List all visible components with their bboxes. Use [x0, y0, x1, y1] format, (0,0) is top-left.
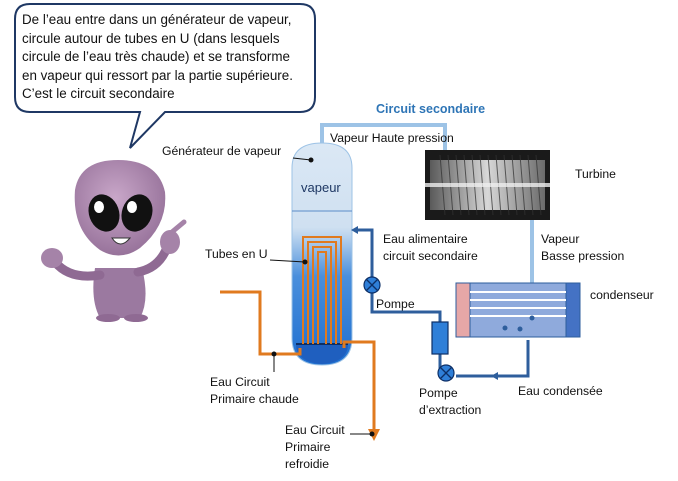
- label-vapeur: vapeur: [301, 180, 341, 195]
- label-generateur-vapeur: Générateur de vapeur: [162, 144, 282, 158]
- arrow-icon: [491, 372, 498, 380]
- label-line: Basse pression: [541, 249, 625, 263]
- label-line: refroidie: [285, 457, 330, 471]
- bubble-line: De l’eau entre dans un générateur de vap…: [22, 12, 292, 27]
- label-turbine: Turbine: [575, 167, 616, 181]
- label-tubes-en-u: Tubes en U: [205, 247, 268, 261]
- bubble-line: en vapeur qui ressort par la partie supé…: [22, 67, 293, 83]
- label-eau-primaire-refroidie: Eau Circuit Primaire refroidie: [285, 422, 345, 473]
- label-eau-condensee: Eau condensée: [518, 384, 603, 398]
- condenser: [455, 282, 581, 338]
- bubble-line: circule de l’eau très chaude) et se tran…: [22, 49, 290, 65]
- label-line: circuit secondaire: [383, 249, 478, 263]
- bubble-line: C’est le circuit secondaire: [22, 86, 175, 102]
- extraction-tank: [431, 321, 449, 355]
- label-line: Eau Circuit: [210, 375, 270, 389]
- label-condenseur: condenseur: [590, 288, 654, 302]
- speech-bubble-text: De l’eau entre dans un générateur de vap…: [22, 11, 322, 104]
- label-eau-alimentaire: Eau alimentaire circuit secondaire: [383, 231, 478, 265]
- label-pompe: Pompe: [376, 297, 415, 311]
- u-tubes: [302, 236, 342, 344]
- label-line: Pompe: [419, 386, 458, 400]
- pump-icon: [363, 276, 381, 294]
- marker-dot: [302, 259, 308, 265]
- steam-pipe-hp: [320, 123, 447, 150]
- turbine-image: [425, 150, 550, 220]
- label-vapeur-basse-pression: Vapeur Basse pression: [541, 231, 624, 265]
- label-eau-primaire-chaude: Eau Circuit Primaire chaude: [210, 374, 299, 408]
- speech-bubble: [14, 3, 316, 149]
- extraction-pump-icon: [437, 364, 455, 382]
- primary-circuit: [220, 290, 380, 441]
- alien-character: [41, 160, 187, 322]
- label-line: Eau alimentaire: [383, 232, 468, 246]
- label-vapeur-haute-pression: Vapeur Haute pression: [330, 131, 454, 145]
- label-line: Primaire chaude: [210, 392, 299, 406]
- label-pompe-extraction: Pompe d’extraction: [419, 385, 481, 419]
- label-line: d’extraction: [419, 403, 482, 417]
- circuit-secondaire-title: Circuit secondaire: [376, 102, 486, 116]
- label-line: Vapeur: [541, 232, 580, 246]
- label-line: Primaire: [285, 440, 331, 454]
- label-line: Eau Circuit: [285, 423, 345, 437]
- leader-lines: [269, 157, 372, 435]
- bubble-line: circule autour de tubes en U (dans lesqu…: [22, 30, 280, 46]
- marker-dot: [308, 157, 314, 163]
- steam-generator: [291, 142, 353, 366]
- arrow-icon: [351, 226, 358, 234]
